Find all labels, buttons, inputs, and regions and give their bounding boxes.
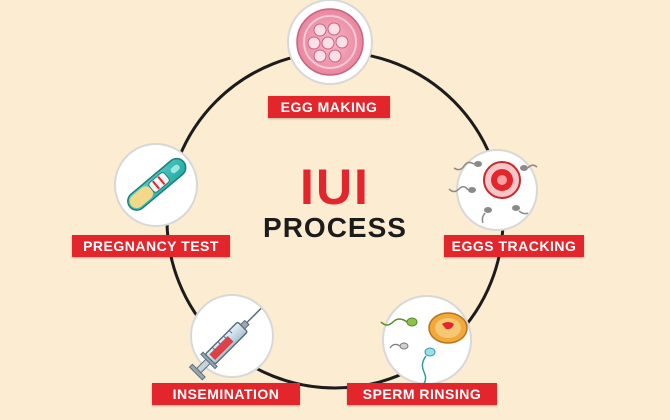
node-insemination: [188, 294, 274, 381]
step-label-eggs-tracking: EGGS TRACKING: [444, 235, 584, 257]
diagram-title: IUI: [300, 159, 370, 215]
step-label-egg-making: EGG MAKING: [268, 96, 390, 118]
egg-cluster-icon: [296, 8, 364, 76]
node-pregnancy-test: [114, 143, 198, 227]
syringe-icon: [188, 307, 262, 381]
sperm-rinsing-icon: [380, 312, 468, 387]
pregnancy-test-icon: [127, 157, 187, 211]
step-label-pregnancy-test: PREGNANCY TEST: [72, 235, 230, 257]
step-label-sperm-rinsing: SPERM RINSING: [347, 383, 497, 405]
step-label-insemination: INSEMINATION: [152, 383, 300, 405]
node-sperm-rinsing: [380, 295, 472, 387]
node-egg-making: [287, 0, 373, 85]
diagram-subtitle: PROCESS: [263, 212, 407, 243]
egg-with-sperm-icon: [448, 161, 538, 224]
node-eggs-tracking: [448, 149, 538, 231]
